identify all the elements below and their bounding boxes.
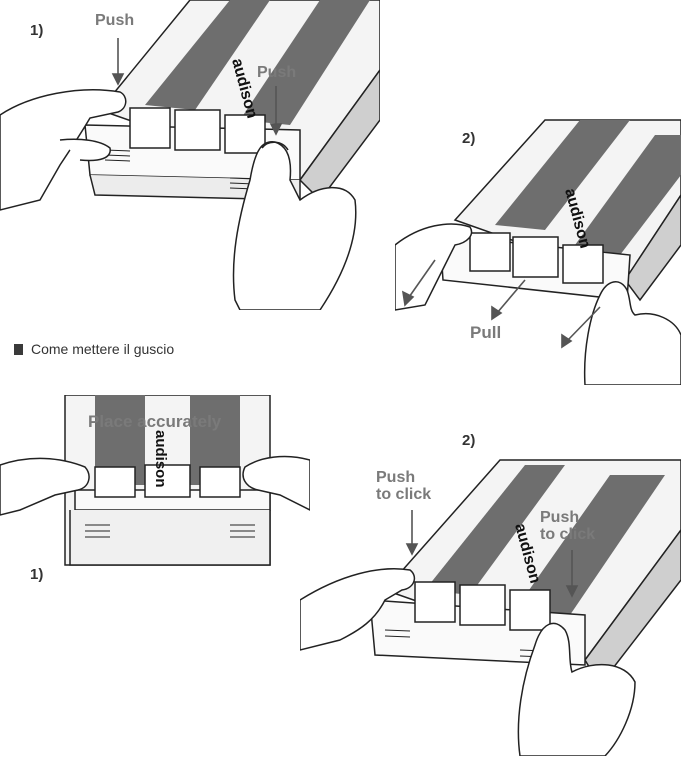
brand-logo: audison <box>152 430 169 488</box>
section-title: Come mettere il guscio <box>31 341 175 357</box>
illustration-remove-step-1: audison <box>0 0 381 311</box>
step-number: 2) <box>462 130 476 147</box>
device-drawing: audison <box>394 119 681 386</box>
square-bullet-icon <box>14 343 23 355</box>
pull-label: Pull <box>470 323 502 342</box>
device-drawing: audison <box>299 459 681 757</box>
illustration-remove-step-2: audison <box>394 95 681 386</box>
push-to-click-label: Push to click <box>376 469 432 503</box>
section-heading: Come mettere il guscio <box>14 341 174 357</box>
illustration-fit-step-2: audison <box>299 450 681 757</box>
step-number: 1) <box>30 22 44 39</box>
illustration-fit-step-1: audison <box>0 394 311 575</box>
step-number: 2) <box>462 432 476 449</box>
push-label: Push <box>95 12 135 29</box>
push-label: Push <box>257 64 297 81</box>
place-label: Place accurately <box>88 412 222 431</box>
step-number: 1) <box>30 566 44 583</box>
push-to-click-label: Push to click <box>540 509 596 543</box>
device-drawing: audison <box>0 394 311 566</box>
device-drawing: audison <box>0 0 381 311</box>
